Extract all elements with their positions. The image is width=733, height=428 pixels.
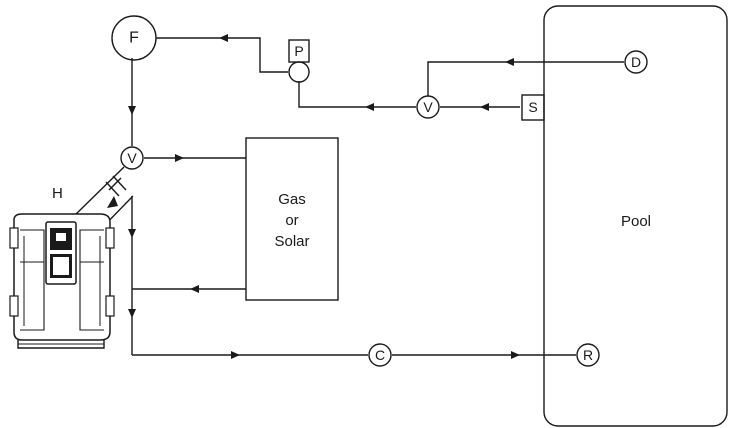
skimmer-label: S [528, 99, 537, 115]
heater-box-line2: or [285, 212, 298, 229]
pipe-valve-to-pump [298, 81, 416, 108]
pump-node [288, 61, 310, 83]
pipe-pump-to-filter [156, 37, 288, 73]
filter-label: F [129, 30, 139, 47]
arrow-drain [505, 58, 514, 66]
arrow-valve-to-pump [365, 103, 374, 111]
pool-tank [543, 5, 728, 427]
arrow-heater-to-return [190, 285, 199, 293]
gas-solar-heater-box [245, 137, 339, 301]
heat-pump-unit [9, 213, 115, 349]
union-fitting-1 [105, 181, 120, 197]
arrow-return-2 [511, 351, 520, 359]
arrow-return-1 [231, 351, 240, 359]
skimmer-node [521, 94, 545, 121]
pipe-drain [427, 61, 624, 96]
heater-box-line1: Gas [278, 191, 306, 208]
return-label: R [583, 347, 593, 363]
valve-top-label: V [423, 99, 433, 115]
pump-label: P [294, 43, 303, 59]
valve-top-node [416, 95, 440, 119]
check-valve-label: C [375, 347, 385, 363]
drain-label: D [631, 54, 641, 70]
arrow-filter-to-valve [128, 106, 136, 115]
arrow-return-vertical-1 [128, 229, 136, 238]
arrow-skimmer [480, 103, 489, 111]
drain-node [624, 50, 648, 74]
arrow-pump-to-filter [219, 34, 228, 42]
union-fitting-2 [112, 175, 127, 191]
return-node [576, 343, 600, 367]
heat-pump-label: H [52, 185, 63, 202]
heater-box-line3: Solar [274, 233, 309, 250]
arrow-return-vertical-2 [128, 309, 136, 318]
pool-label: Pool [621, 213, 651, 230]
arrow-heatpump-return [107, 196, 118, 208]
union-fitting-3 [108, 177, 122, 191]
pipe-valve-to-heatpump-a [71, 166, 125, 219]
valve-left-node [120, 146, 144, 170]
filter-node [111, 15, 157, 61]
arrow-valve-to-heater [175, 154, 184, 162]
check-valve-node [368, 343, 392, 367]
valve-left-label: V [127, 150, 137, 166]
